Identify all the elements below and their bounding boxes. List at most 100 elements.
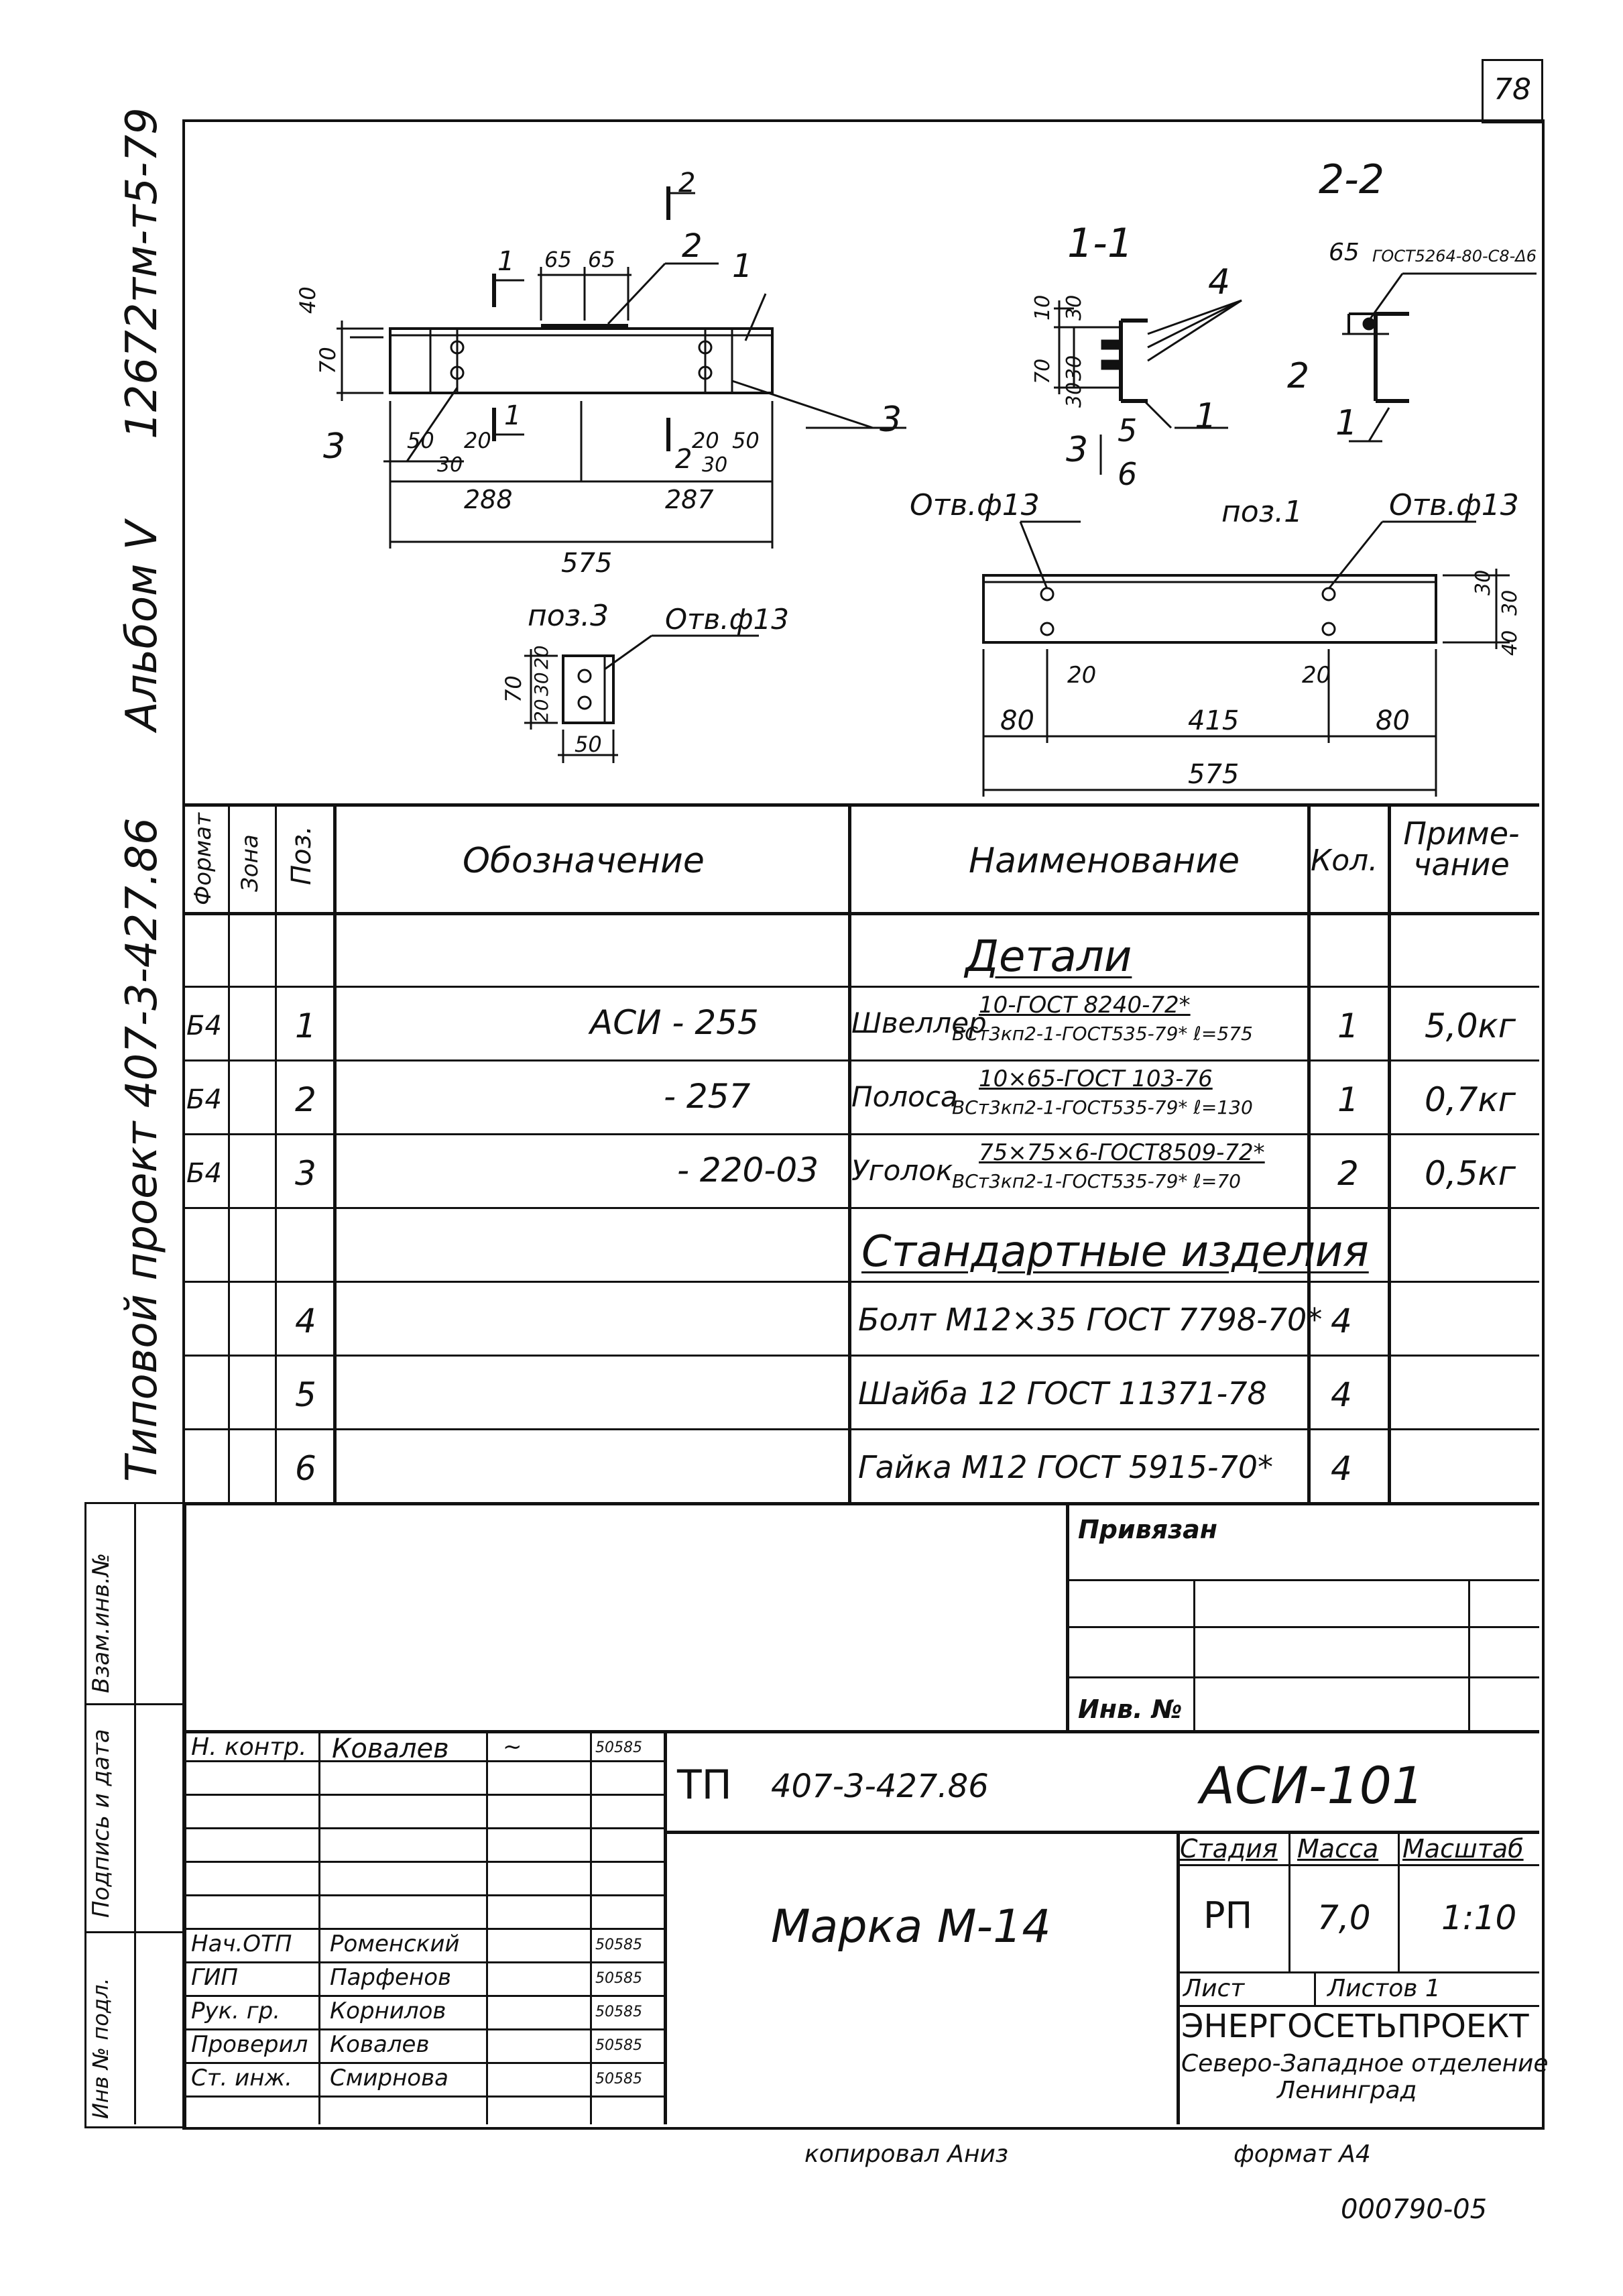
- svg-text:415: 415: [1188, 705, 1239, 736]
- row2-format: Б4: [186, 1084, 222, 1115]
- row2-note: 0,7кг: [1425, 1080, 1516, 1119]
- svg-text:ГОСТ5264-80-С8-Δ6: ГОСТ5264-80-С8-Δ6: [1372, 247, 1537, 266]
- row2-name-bottom: ВСт3кп2-1-ГОСТ535-79* ℓ=130: [952, 1096, 1253, 1118]
- org-city: Ленинград: [1277, 2077, 1417, 2104]
- hdr-designation: Обозначение: [463, 841, 705, 881]
- hdr-qty: Кол.: [1311, 844, 1378, 878]
- tp-number: 407-3-427.86: [771, 1768, 989, 1805]
- svg-text:30: 30: [1471, 570, 1495, 595]
- svg-text:10: 10: [1031, 295, 1055, 321]
- svg-text:20: 20: [530, 699, 552, 723]
- sheet-number: 78: [1494, 72, 1531, 107]
- row5-name: Шайба 12 ГОСТ 11371-78: [858, 1375, 1267, 1412]
- svg-text:20: 20: [1067, 662, 1096, 689]
- svg-text:40: 40: [1498, 630, 1522, 656]
- row1-name-top: 10-ГОСТ 8240-72*: [979, 992, 1191, 1019]
- row1-note: 5,0кг: [1425, 1007, 1516, 1045]
- stamp-podpis: Подпись и дата: [88, 1729, 115, 1918]
- svg-text:288: 288: [464, 485, 513, 514]
- signer-date-4: 50585: [595, 2037, 642, 2054]
- svg-text:6: 6: [1118, 456, 1137, 492]
- signer-date-1: 50585: [595, 1937, 642, 1953]
- row4-qty: 4: [1331, 1302, 1352, 1340]
- section-details: Детали: [965, 932, 1132, 982]
- svg-text:40: 40: [295, 286, 320, 314]
- svg-text:Отв.ф13: Отв.ф13: [1389, 488, 1519, 522]
- svg-text:3: 3: [1066, 430, 1088, 470]
- svg-text:30: 30: [1063, 382, 1086, 408]
- row1-name-word: Швеллер: [851, 1007, 987, 1039]
- pos1-plate: [982, 574, 1437, 644]
- row2-pos: 2: [295, 1080, 316, 1119]
- signer-date-5: 50585: [595, 2071, 642, 2087]
- svg-text:30: 30: [1498, 590, 1522, 616]
- svg-text:1: 1: [1335, 403, 1358, 443]
- svg-text:2: 2: [1287, 356, 1309, 396]
- row1-designation: АСИ - 255: [590, 1003, 759, 1042]
- svg-text:30: 30: [1063, 355, 1086, 381]
- svg-text:50: 50: [575, 732, 602, 757]
- org-name: ЭНЕРГОСЕТЬПРОЕКТ: [1181, 2008, 1529, 2045]
- drawing-views: 2-2 1-1 40 70 65 65 50 20 30 288 287 20 …: [295, 156, 1537, 797]
- row6-name: Гайка М12 ГОСТ 5915-70*: [858, 1449, 1274, 1485]
- svg-text:1: 1: [497, 246, 514, 277]
- svg-text:3: 3: [323, 426, 345, 467]
- row5-pos: 5: [295, 1375, 316, 1414]
- row3-name-word: Уголок: [851, 1154, 953, 1187]
- signer-role-4: Проверил: [191, 2031, 308, 2058]
- hdr-name: Наименование: [969, 841, 1240, 881]
- svg-text:30: 30: [530, 672, 552, 696]
- svg-text:287: 287: [665, 485, 714, 514]
- svg-text:20: 20: [530, 645, 552, 669]
- row5-qty: 4: [1331, 1375, 1352, 1414]
- scale-value: 1:10: [1441, 1898, 1517, 1937]
- signer-name-1: Роменский: [330, 1931, 460, 1957]
- row2-qty: 1: [1337, 1080, 1359, 1119]
- hdr-format: Формат: [190, 813, 217, 905]
- stage-label: Стадия: [1180, 1834, 1278, 1863]
- signer-date-0: 50585: [595, 1739, 642, 1756]
- svg-text:2: 2: [678, 168, 695, 198]
- svg-text:70: 70: [1031, 359, 1055, 384]
- svg-text:20: 20: [692, 428, 719, 453]
- svg-text:3: 3: [880, 400, 902, 440]
- signer-role-3: Рук. гр.: [191, 1998, 281, 2024]
- privyazan-label: Привязан: [1078, 1515, 1218, 1544]
- svg-text:1: 1: [504, 400, 521, 431]
- svg-text:30: 30: [437, 453, 463, 477]
- scale-label: Масштаб: [1402, 1834, 1524, 1863]
- signer-role-1: Нач.ОТП: [191, 1931, 292, 1957]
- svg-text:30: 30: [1063, 295, 1086, 321]
- signer-role-5: Ст. инж.: [191, 2065, 292, 2091]
- svg-text:20: 20: [1302, 662, 1331, 689]
- row3-designation: - 220-03: [677, 1151, 819, 1190]
- mass-label: Масса: [1297, 1834, 1379, 1863]
- svg-text:80: 80: [1000, 705, 1034, 736]
- row1-format: Б4: [186, 1011, 222, 1041]
- svg-text:50: 50: [732, 428, 760, 453]
- svg-text:2: 2: [682, 227, 703, 265]
- section-1-1-label: 1-1: [1067, 220, 1133, 267]
- row3-format: Б4: [186, 1158, 222, 1189]
- svg-text:30: 30: [702, 453, 727, 477]
- row3-pos: 3: [295, 1154, 316, 1193]
- row3-name-bottom: ВСт3кп2-1-ГОСТ535-79* ℓ=70: [952, 1170, 1241, 1192]
- doc-code: АСИ-101: [1200, 1756, 1425, 1815]
- svg-text:65: 65: [544, 247, 572, 272]
- section-2-2-label: 2-2: [1319, 156, 1384, 203]
- tp-label: ТП: [677, 1762, 732, 1809]
- sheet-number-box: [1482, 59, 1543, 123]
- signer-date-3: 50585: [595, 2004, 642, 2020]
- sheet-label: Лист: [1183, 1975, 1245, 2002]
- svg-text:65: 65: [1329, 239, 1360, 266]
- drawing-frame: [182, 119, 1545, 2130]
- row3-note: 0,5кг: [1425, 1154, 1516, 1193]
- format-label: формат А4: [1234, 2140, 1371, 2168]
- svg-text:575: 575: [1188, 759, 1239, 790]
- stamp-inv: Инв № подл.: [88, 1977, 113, 2119]
- album-label: Альбом Ⅴ: [117, 520, 167, 731]
- hdr-pos: Поз.: [286, 825, 317, 885]
- signer-role-0: Н. контр.: [191, 1733, 307, 1761]
- row2-name-word: Полоса: [851, 1080, 958, 1113]
- signer-name-3: Корнилов: [330, 1998, 446, 2024]
